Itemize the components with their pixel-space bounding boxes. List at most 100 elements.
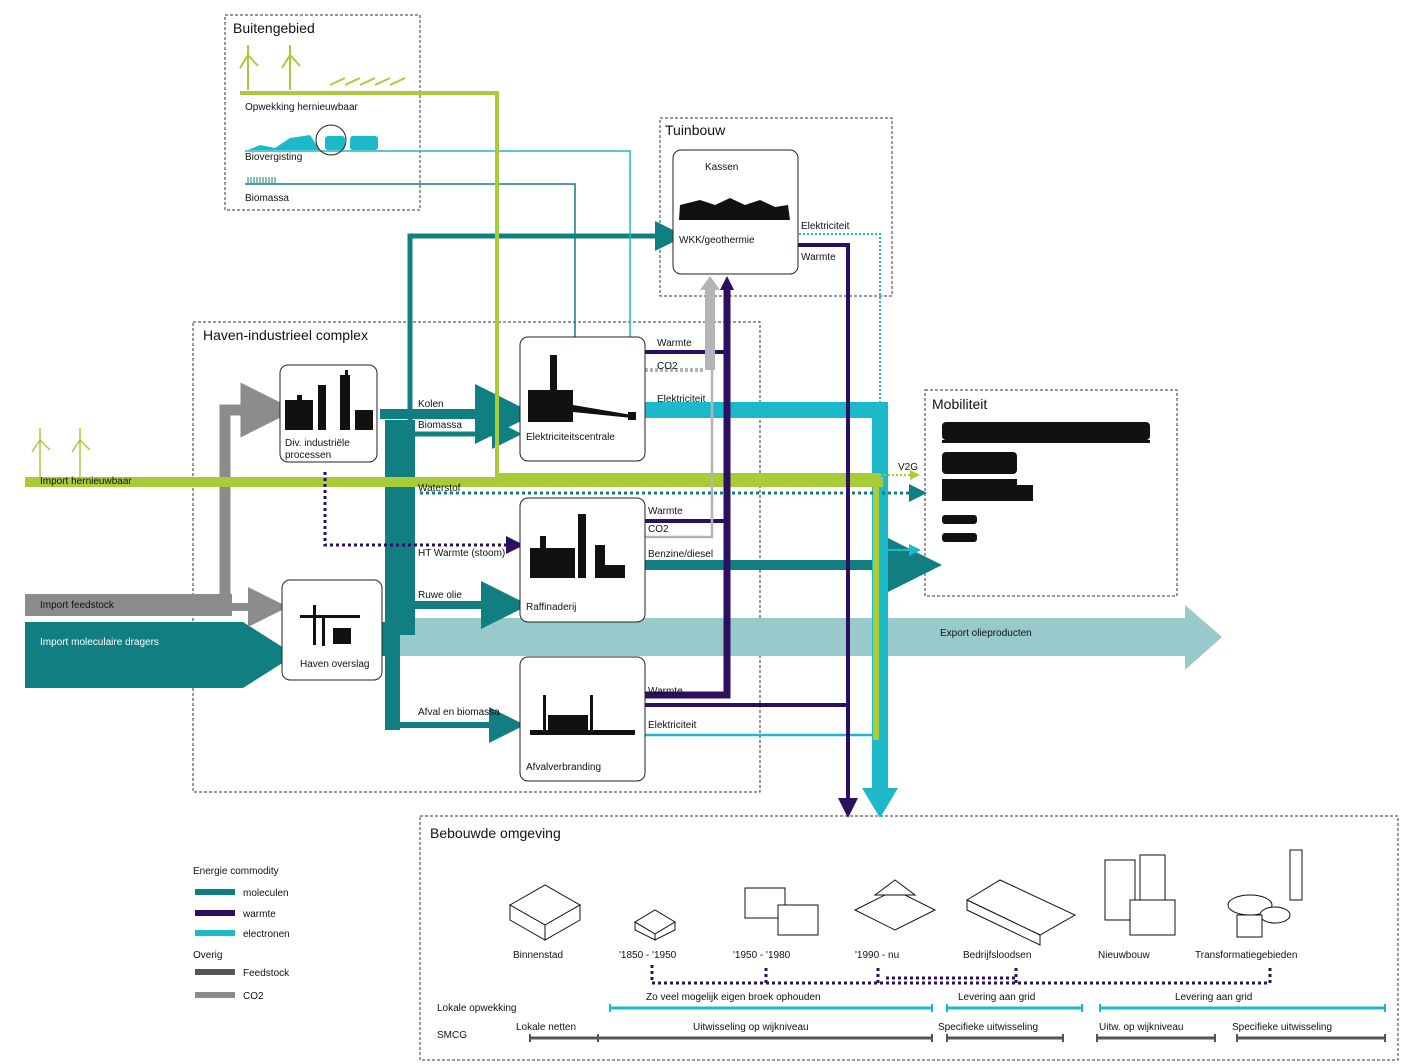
smcg-bar-5-label: Specifieke uitwisseling [1232,1022,1332,1033]
legend-swatch-moleculen [195,889,235,895]
biovergisting-line [245,150,631,400]
import-moleculair-label: Import moleculaire dragers [40,637,159,648]
molecules-vertical-trunk [385,420,415,635]
heat-to-built-arrow [838,798,858,818]
opwekking-bar-1-label: Zo veel mogelijk eigen broek ophouden [646,992,821,1003]
smcg-bar-4-label: Uitw. op wijkniveau [1099,1022,1183,1033]
haven-overslag-icon [300,605,360,646]
cat-label-transformatie: Transformatiegebieden [1195,950,1297,961]
biovergisting-label: Biovergisting [245,152,302,163]
warmte-tb-label: Warmte [801,252,836,263]
smcg-bar-4 [1096,1034,1216,1042]
warmte-afv-label: Warmte [648,686,683,697]
smcg-bar-3-label: Specifieke uitwisseling [938,1022,1038,1033]
import-hernieuwbaar-label: Import hernieuwbaar [40,476,132,487]
region-buitengebied-title: Buitengebied [233,20,315,36]
legend-title-commodity: Energie commodity [193,866,279,877]
warmte-raf-label: Warmte [648,506,683,517]
legend-swatch-electronen [195,930,235,936]
building-1950-icon [744,887,819,936]
tuinbouw-elektriciteit-dotted [795,233,881,405]
legend-swatch-warmte [195,910,235,916]
legend-label-electronen: electronen [243,929,290,940]
elektriciteit-tb-label: Elektriciteit [801,221,850,232]
region-bebouwd [419,815,1399,1061]
div-industrie-label-2: processen [285,450,331,461]
raffinaderij-label: Raffinaderij [526,602,576,613]
biomassa-line [245,183,576,340]
import-wind-icon [31,428,91,478]
opwekking-bar-3 [1099,1004,1386,1012]
biovergisting-cycle-icon [315,124,347,156]
region-buitengebied [224,14,421,211]
legend-swatch-feedstock [195,969,235,975]
legend-label-moleculen: moleculen [243,888,289,899]
import-feedstock-bar [25,594,232,616]
wkk-label: WKK/geothermie [679,235,755,246]
feedstock-to-divind [219,382,296,596]
benzine-label: Benzine/diesel [648,549,713,560]
train-icon [942,422,1150,443]
biomassa-flow-label: Biomassa [418,420,462,431]
teal-to-tuinbouw [407,221,685,420]
building-1850-icon [634,909,676,941]
legend-label-warmte: warmte [242,909,276,920]
cat-label-bedrijfsloodsen: Bedrijfsloodsen [963,950,1031,961]
waterstof-label: Waterstof [418,483,461,494]
div-industrie-label-1: Div. industriële [285,438,350,449]
feedstock-to-haven [221,587,288,627]
opwekking-bar-3-label: Levering aan grid [1175,992,1252,1003]
elektriciteit-main [645,402,888,790]
biovergisting-icon [248,135,378,150]
building-1990-icon [853,879,937,931]
cat-label-1950: '1950 - '1980 [733,950,791,961]
region-tuinbouw [659,117,893,297]
truck-icon [942,479,1033,501]
elektriciteit-arrowhead [862,788,898,818]
afval-biomassa-label: Afval en biomassa [418,707,500,718]
raffinaderij-icon [530,514,625,578]
smcg-bar-1-label: Lokale netten [516,1022,576,1033]
v2g-label: V2G [898,462,918,473]
building-transformatie-icon [1227,849,1303,938]
ruwe-olie-label: Ruwe olie [418,590,462,601]
import-feedstock-label: Import feedstock [40,600,115,611]
car-icon-1 [942,515,977,524]
import-hernieuwbaar-bar [25,477,883,487]
import-moleculair-arrow [25,622,295,688]
co2-ec-label: CO2 [657,361,678,372]
kassen-icon [679,198,790,220]
heat-to-tuinbouw-arrow [720,276,734,290]
bus-icon [942,452,1017,474]
afvalverbranding-label: Afvalverbranding [526,762,601,773]
smcg-bar-5 [1236,1034,1386,1042]
cat-label-binnenstad: Binnenstad [513,950,563,961]
opwekking-bar-2-label: Levering aan grid [958,992,1035,1003]
region-haven-title: Haven-industrieel complex [203,327,368,343]
biomassa-icon [247,177,276,183]
heat-to-built [795,243,850,798]
warmte-ec-label: Warmte [657,338,692,349]
node-div-industrie [279,364,378,463]
afvalverbranding-icon [530,695,635,735]
ht-warmte-label: HT Warmte (stoom) [418,548,505,559]
co2-raf [645,370,714,539]
row-label-opwekking: Lokale opwekking [437,1003,517,1014]
opwekking-label: Opwekking hernieuwbaar [245,102,359,113]
smcg-bar-2 [598,1034,933,1042]
building-binnenstad-icon [508,884,582,941]
elektriciteitscentrale-icon [528,355,636,422]
elektriciteit-ec-label: Elektriciteit [657,394,706,405]
smcg-bar-1 [529,1034,599,1042]
export-olie-label: Export olieproducten [940,628,1032,639]
legend-label-co2: CO2 [243,991,264,1002]
biomassa-src-label: Biomassa [245,193,289,204]
wind-turbines-icon [239,45,406,90]
row-label-smcg: SMCG [437,1030,467,1041]
opwekking-bar-2 [946,1004,1083,1012]
node-haven-overslag [281,579,383,681]
opwekking-bar-1 [609,1004,933,1012]
region-haven [192,321,761,793]
kolen-label: Kolen [418,399,444,410]
co2-raf-label: CO2 [648,524,669,535]
